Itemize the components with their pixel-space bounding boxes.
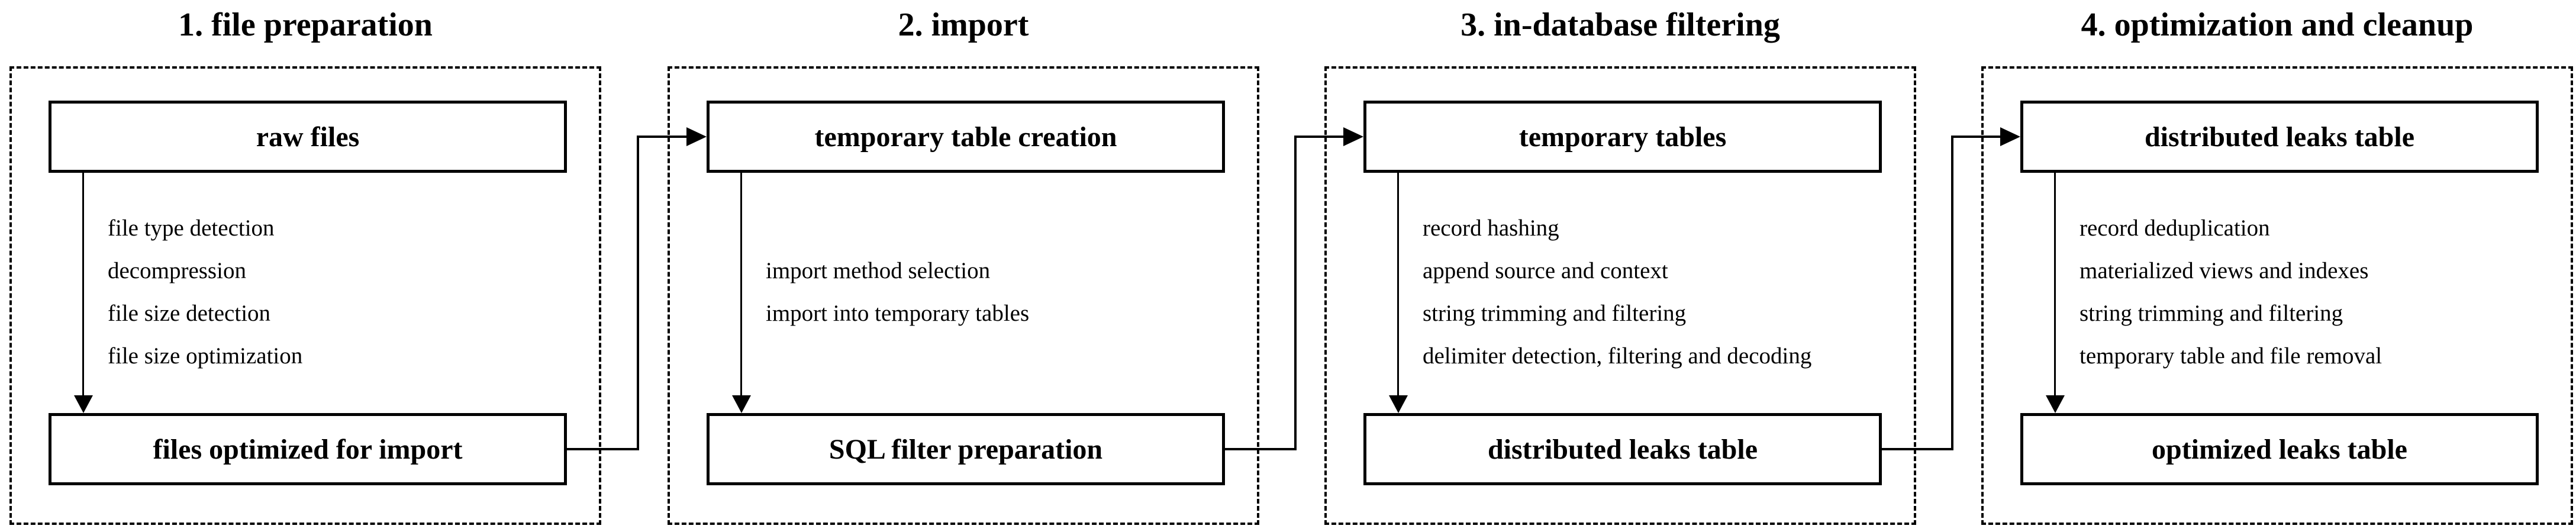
node-temporary-tables: temporary tables — [1363, 101, 1882, 173]
step-list: file type detection decompression file s… — [108, 207, 302, 378]
stage-boundary — [1324, 66, 1916, 525]
node-temporary-table-creation: temporary table creation — [707, 101, 1225, 173]
right-arrow-icon — [1343, 127, 1363, 146]
step-item: materialized views and indexes — [2080, 258, 2369, 283]
step-item: import method selection — [766, 258, 991, 283]
down-arrow-icon — [2046, 395, 2065, 413]
right-arrow-icon — [686, 127, 707, 146]
step-item: append source and context — [1423, 258, 1668, 283]
node-distributed-leaks-table: distributed leaks table — [1363, 413, 1882, 485]
step-list: import method selection import into temp… — [766, 250, 1029, 335]
node-sql-filter-preparation: SQL filter preparation — [707, 413, 1225, 485]
down-arrow-shaft — [82, 173, 84, 399]
connector-segment — [637, 136, 639, 450]
node-raw-files: raw files — [49, 101, 567, 173]
connector-segment — [637, 136, 689, 138]
down-arrow-shaft — [740, 173, 742, 399]
node-files-optimized-for-import: files optimized for import — [49, 413, 567, 485]
step-item: temporary table and file removal — [2080, 343, 2382, 369]
stage-boundary — [1981, 66, 2573, 525]
stage-title: 4. optimization and cleanup — [2081, 7, 2474, 43]
stage-boundary — [668, 66, 1259, 525]
down-arrow-shaft — [2054, 173, 2056, 399]
connector-segment — [1951, 136, 2003, 138]
down-arrow-icon — [1389, 395, 1408, 413]
connector-segment — [1294, 136, 1346, 138]
step-item: string trimming and filtering — [1423, 301, 1687, 326]
connector-segment — [1879, 448, 1953, 450]
panel-file-preparation: 1. file preparation raw files file type … — [9, 0, 601, 532]
panel-import: 2. import temporary table creation impor… — [668, 0, 1259, 532]
connector-segment — [1951, 136, 1953, 450]
step-item: import into temporary tables — [766, 301, 1030, 326]
panel-in-database-filtering: 3. in-database filtering temporary table… — [1324, 0, 1916, 532]
step-item: file size optimization — [108, 343, 303, 369]
step-item: decompression — [108, 258, 246, 283]
stage-title: 2. import — [898, 7, 1029, 43]
step-item: file size detection — [108, 301, 271, 326]
down-arrow-shaft — [1397, 173, 1399, 399]
step-item: record deduplication — [2080, 215, 2270, 241]
panel-optimization-and-cleanup: 4. optimization and cleanup distributed … — [1981, 0, 2573, 532]
step-item: file type detection — [108, 215, 275, 241]
node-distributed-leaks-table: distributed leaks table — [2020, 101, 2539, 173]
stage-title: 1. file preparation — [178, 7, 433, 43]
connector-segment — [1294, 136, 1297, 450]
step-list: record hashing append source and context… — [1423, 207, 1811, 378]
stage-boundary — [9, 66, 601, 525]
step-item: string trimming and filtering — [2080, 301, 2343, 326]
stage-title: 3. in-database filtering — [1461, 7, 1780, 43]
down-arrow-icon — [74, 395, 93, 413]
step-list: record deduplication materialized views … — [2080, 207, 2382, 378]
connector-segment — [565, 448, 639, 450]
right-arrow-icon — [2000, 127, 2020, 146]
connector-segment — [1223, 448, 1297, 450]
node-optimized-leaks-table: optimized leaks table — [2020, 413, 2539, 485]
down-arrow-icon — [732, 395, 751, 413]
step-item: record hashing — [1423, 215, 1559, 241]
step-item: delimiter detection, filtering and decod… — [1423, 343, 1812, 369]
